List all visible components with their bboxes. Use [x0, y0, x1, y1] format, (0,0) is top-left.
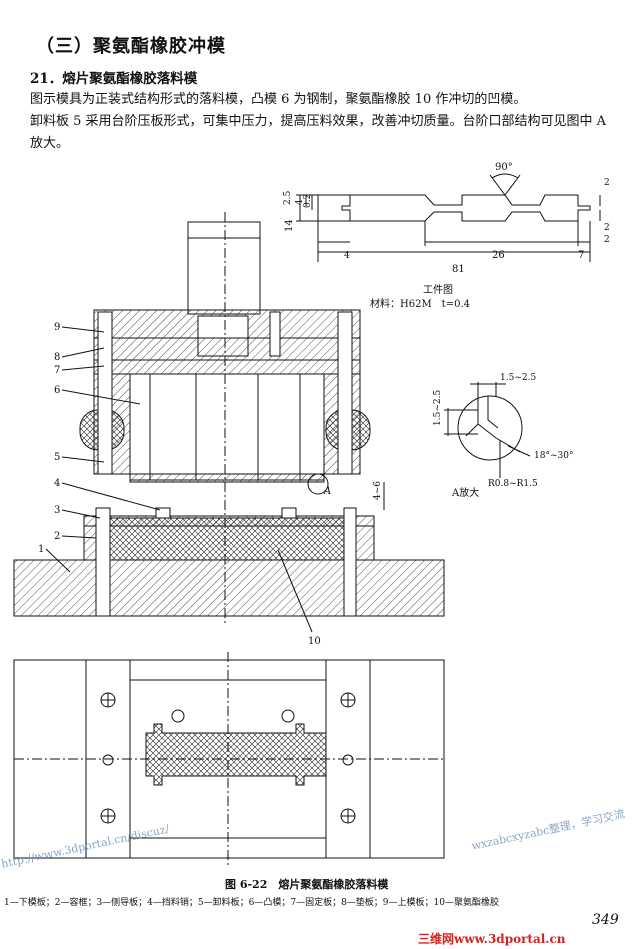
figure-caption: 图 6-22 熔片聚氨酯橡胶落料模	[225, 878, 389, 891]
part-label-1: 1	[38, 544, 44, 555]
part-label-4: 4	[54, 478, 60, 489]
workpiece-material: 材料：H62M t=0.4	[370, 297, 470, 310]
workpiece-dim-4: 4	[295, 199, 305, 205]
section-title: （三）聚氨酯橡胶冲模	[36, 36, 226, 57]
figure-legend: 1—下模板；2—容框；3—侧导板；4—挡料销；5—卸料板；6—凸模；7—固定板；…	[4, 898, 499, 908]
detail-a-dim-left: 1.5~2.5	[433, 390, 443, 426]
part-label-9: 9	[54, 322, 60, 333]
page-number: 349	[592, 912, 619, 928]
section-view	[13, 212, 445, 633]
workpiece-dim-2-5: 2.5	[283, 190, 293, 205]
paragraph-1: 图示模具为正装式结构形式的落料模，凸模 6 为钢制，聚氨酯橡胶 10 作冲切的凹…	[30, 92, 527, 107]
part-label-3: 3	[54, 505, 60, 516]
plan-view	[13, 652, 445, 866]
workpiece-dim-2c: 2	[604, 235, 610, 245]
part-label-8: 8	[54, 352, 60, 363]
workpiece-title: 工件图	[423, 284, 453, 296]
part-label-6: 6	[54, 385, 60, 396]
detail-a-title: A放大	[451, 486, 479, 499]
workpiece-dim-14: 14	[284, 219, 295, 232]
detail-a-angle: 18°~30°	[534, 451, 573, 461]
subsection-title: 21．熔片聚氨酯橡胶落料模	[30, 71, 198, 87]
footer-brand: 三维网www.3dportal.cn	[418, 932, 566, 946]
detail-a-drawing	[444, 382, 531, 478]
part-label-5: 5	[54, 452, 60, 463]
part-label-2: 2	[54, 531, 60, 542]
workpiece-dim-4b: 4	[344, 251, 350, 261]
workpiece-angle-label: 90°	[495, 162, 513, 173]
detail-marker-a: A	[323, 486, 331, 497]
detail-a-dim-top: 1.5~2.5	[500, 373, 536, 383]
workpiece-dim-81: 81	[452, 264, 465, 275]
workpiece-dim-2b: 2	[604, 223, 610, 233]
part-label-10: 10	[308, 636, 321, 647]
part-label-7: 7	[54, 365, 60, 376]
workpiece-dim-0-2: 0.2	[303, 194, 313, 208]
workpiece-dim-2a: 2	[604, 178, 610, 188]
detail-a-radius: R0.8~R1.5	[488, 479, 538, 489]
workpiece-drawing	[296, 173, 601, 262]
workpiece-dim-7: 7	[578, 250, 584, 261]
workpiece-dim-26: 26	[492, 250, 505, 261]
paragraph-2: 卸料板 5 采用台阶压板形式，可集中压力，提高压料效果，改善冲切质量。台阶口部结…	[30, 114, 607, 151]
gap-dimension: 4~6	[373, 481, 383, 500]
